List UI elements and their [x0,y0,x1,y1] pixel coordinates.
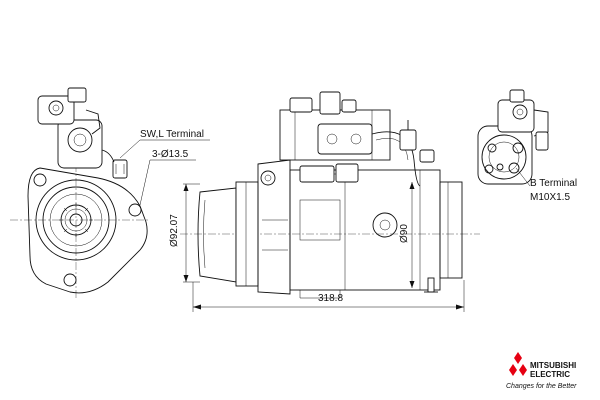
swl-terminal-label: SW,L Terminal [140,129,204,140]
diameter-left-label: Ø92.07 [169,214,180,247]
length-dimension [192,280,465,312]
rear-view [477,89,549,185]
mitsubishi-logo-icon [509,352,527,376]
diameter-dimension-left [183,183,200,283]
b-terminal-label: B Terminal [530,178,577,189]
brand-name-line1: MITSUBISHI [530,361,576,370]
diameter-dimension-right [409,182,415,288]
diameter-right-label: Ø90 [399,224,410,243]
swl-leader [119,139,210,159]
front-view [10,87,150,300]
side-view [180,91,480,299]
b-terminal-thread-label: M10X1.5 [530,192,570,203]
mount-holes-label: 3-Ø13.5 [152,149,189,160]
length-label: 318.8 [318,293,343,304]
brand-tagline: Changes for the Better [506,383,577,390]
brand-name-line2: ELECTRIC [530,370,570,379]
b-terminal-leader [515,167,531,187]
hole-leader [139,159,196,206]
